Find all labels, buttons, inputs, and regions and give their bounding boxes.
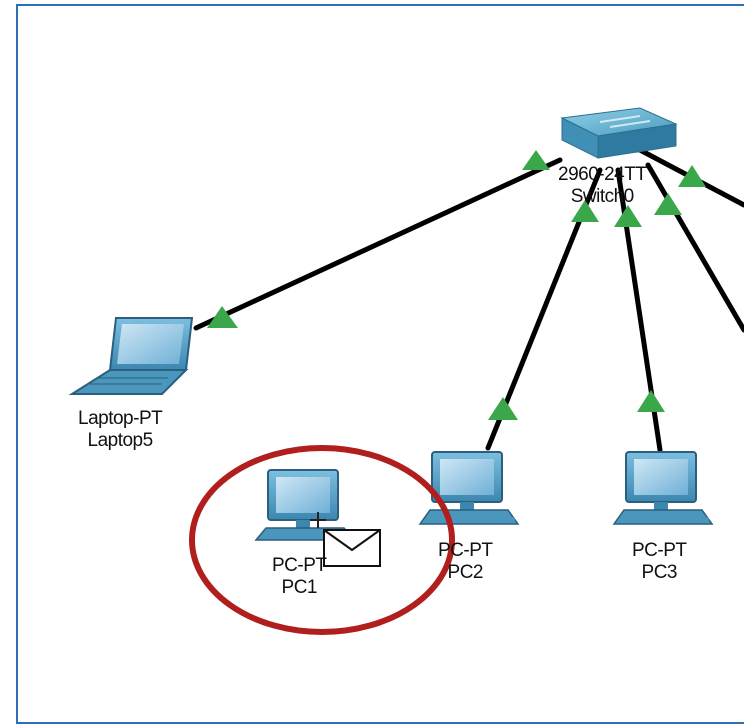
device-model: Laptop-PT bbox=[78, 408, 163, 429]
link-up-indicator bbox=[488, 397, 518, 420]
link-up-indicator bbox=[522, 150, 550, 170]
link-status-indicators bbox=[207, 150, 706, 420]
device-name: PC1 bbox=[281, 577, 318, 598]
device-model: PC-PT bbox=[438, 540, 493, 561]
link-switch0-offscreen-2[interactable] bbox=[645, 162, 744, 333]
highlight-ellipse bbox=[189, 445, 455, 635]
device-name: PC3 bbox=[641, 562, 678, 583]
link-up-indicator bbox=[614, 205, 642, 227]
link-up-indicator bbox=[571, 200, 599, 222]
envelope-icon bbox=[323, 529, 381, 567]
pc-icon[interactable] bbox=[418, 451, 520, 525]
link-up-indicator bbox=[207, 306, 238, 328]
device-label-switch0: 2960-24TT Switch0 bbox=[558, 164, 647, 208]
device-label-pc2: PC-PT PC2 bbox=[438, 540, 493, 584]
pc-icon[interactable] bbox=[254, 469, 356, 541]
laptop-icon[interactable] bbox=[68, 317, 194, 395]
device-label-pc1: PC-PT PC1 bbox=[272, 555, 327, 599]
link-up-indicator bbox=[654, 193, 682, 215]
link-up-indicator bbox=[678, 165, 706, 187]
crosshair-icon bbox=[310, 512, 326, 528]
device-model: PC-PT bbox=[272, 555, 327, 576]
device-model: PC-PT bbox=[632, 540, 687, 561]
device-name: PC2 bbox=[447, 562, 484, 583]
device-label-pc3: PC-PT PC3 bbox=[632, 540, 687, 584]
device-name: Switch0 bbox=[570, 186, 635, 207]
link-switch0-laptop5[interactable] bbox=[193, 157, 563, 331]
switch-icon[interactable] bbox=[560, 107, 678, 159]
device-label-laptop5: Laptop-PT Laptop5 bbox=[78, 408, 163, 452]
link-up-indicator bbox=[637, 390, 665, 412]
pc-icon[interactable] bbox=[612, 451, 714, 525]
links bbox=[193, 147, 744, 453]
device-name: Laptop5 bbox=[87, 430, 154, 451]
device-model: 2960-24TT bbox=[558, 164, 647, 185]
pdu-cursor bbox=[310, 512, 381, 567]
